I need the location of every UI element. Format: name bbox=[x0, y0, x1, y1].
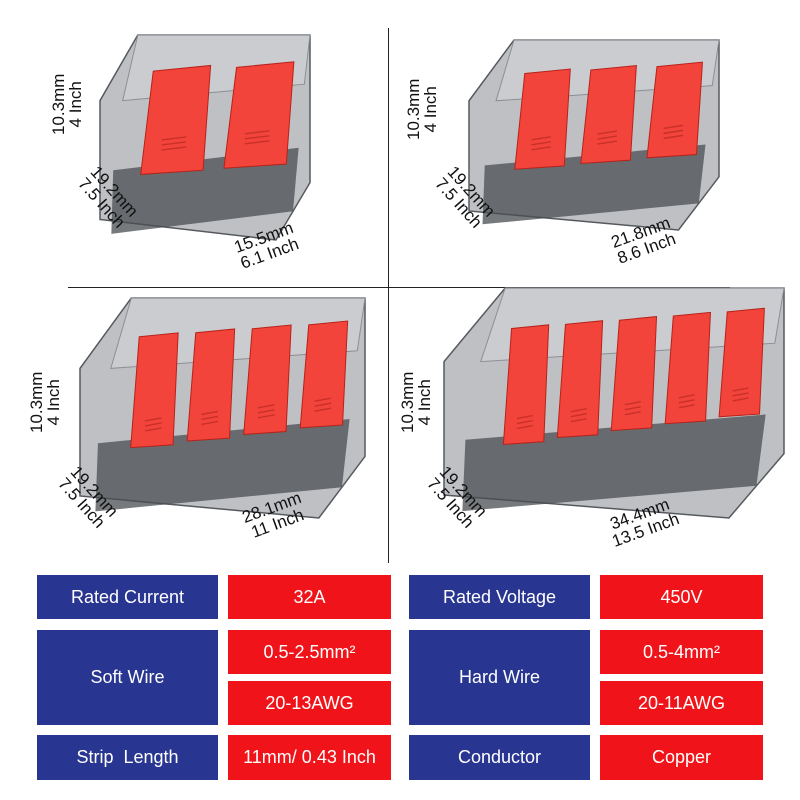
connector-3way-image bbox=[468, 39, 720, 231]
lever-grip-line bbox=[570, 417, 587, 423]
lever-grip-line bbox=[257, 409, 275, 414]
lever-grip-line bbox=[244, 135, 270, 140]
hard-wire-awg-value: 20-11AWG bbox=[600, 681, 763, 725]
lever-grip-line bbox=[161, 141, 187, 146]
lever-grip-line bbox=[597, 140, 618, 145]
lever-grip-line bbox=[570, 412, 587, 418]
connector-5way-image bbox=[443, 287, 785, 519]
lever-grip-line bbox=[531, 141, 551, 146]
lever-grip-line bbox=[144, 422, 162, 427]
lever-grip-line bbox=[678, 394, 695, 399]
lever-grip-line bbox=[201, 410, 219, 416]
lever-grip-line bbox=[663, 134, 684, 140]
lever-grip-line bbox=[161, 146, 187, 151]
lever-grip-line bbox=[624, 401, 641, 406]
quadrant-divider-vertical bbox=[388, 28, 389, 563]
lever-grip-line bbox=[597, 135, 618, 140]
lever-grip-line bbox=[624, 406, 641, 411]
soft-wire-awg-value: 20-13AWG bbox=[228, 681, 391, 725]
lever-grip-line bbox=[244, 130, 270, 135]
lever-grip-line bbox=[678, 399, 695, 404]
lever-grip-line bbox=[314, 397, 332, 402]
strip-length-value: 11mm/ 0.43 Inch bbox=[228, 735, 391, 780]
rated-voltage-label: Rated Voltage bbox=[409, 575, 590, 619]
lever-3 bbox=[646, 61, 704, 159]
lever-grip-line bbox=[597, 130, 618, 135]
lever-3 bbox=[243, 324, 292, 435]
lever-2 bbox=[556, 320, 604, 439]
lever-grip-line bbox=[663, 129, 684, 135]
lever-grip-line bbox=[678, 404, 695, 409]
lever-grip-line bbox=[732, 392, 749, 397]
lever-grip-line bbox=[570, 407, 587, 413]
lever-4 bbox=[664, 311, 711, 425]
lever-grip-line bbox=[314, 407, 332, 412]
lever-1 bbox=[140, 64, 212, 175]
lever-1 bbox=[130, 332, 179, 449]
quadrant-divider-horizontal bbox=[68, 287, 730, 288]
lever-grip-line bbox=[732, 387, 749, 392]
lever-grip-line bbox=[144, 427, 162, 432]
lever-grip-line bbox=[201, 415, 219, 421]
lever-grip-line bbox=[201, 420, 219, 426]
lever-grip-line bbox=[732, 397, 749, 402]
rated-voltage-value: 450V bbox=[600, 575, 763, 619]
lever-grip-line bbox=[624, 411, 641, 416]
soft-wire-mm-value: 0.5-2.5mm² bbox=[228, 630, 391, 674]
soft-wire-label: Soft Wire bbox=[37, 630, 218, 725]
lever-grip-line bbox=[516, 424, 533, 430]
rated-current-value: 32A bbox=[228, 575, 391, 619]
lever-2 bbox=[186, 328, 236, 442]
lever-4 bbox=[299, 320, 349, 429]
lever-3 bbox=[610, 316, 658, 432]
rated-current-label: Rated Current bbox=[37, 575, 218, 619]
lever-1 bbox=[514, 68, 571, 170]
lever-grip-line bbox=[531, 146, 551, 151]
lever-5 bbox=[718, 307, 765, 418]
lever-grip-line bbox=[161, 136, 187, 141]
connector-2way-image bbox=[99, 34, 311, 241]
lever-grip-line bbox=[531, 136, 551, 141]
hard-wire-mm-value: 0.5-4mm² bbox=[600, 630, 763, 674]
lever-grip-line bbox=[144, 417, 162, 422]
lever-grip-line bbox=[314, 402, 332, 407]
lever-grip-line bbox=[516, 419, 533, 425]
lever-2 bbox=[223, 61, 295, 169]
lever-grip-line bbox=[516, 414, 533, 420]
lever-grip-line bbox=[257, 404, 275, 409]
conductor-value: Copper bbox=[600, 735, 763, 780]
connector-4way-image bbox=[79, 297, 366, 519]
conductor-label: Conductor bbox=[409, 735, 590, 780]
strip-length-label: Strip Length bbox=[37, 735, 218, 780]
spec-table: Rated Current 32A Rated Voltage 450V Sof… bbox=[0, 570, 800, 800]
lever-1 bbox=[502, 324, 550, 445]
lever-grip-line bbox=[257, 414, 275, 419]
lever-2 bbox=[580, 65, 637, 165]
hard-wire-label: Hard Wire bbox=[409, 630, 590, 725]
lever-grip-line bbox=[663, 124, 684, 130]
lever-grip-line bbox=[244, 140, 270, 145]
